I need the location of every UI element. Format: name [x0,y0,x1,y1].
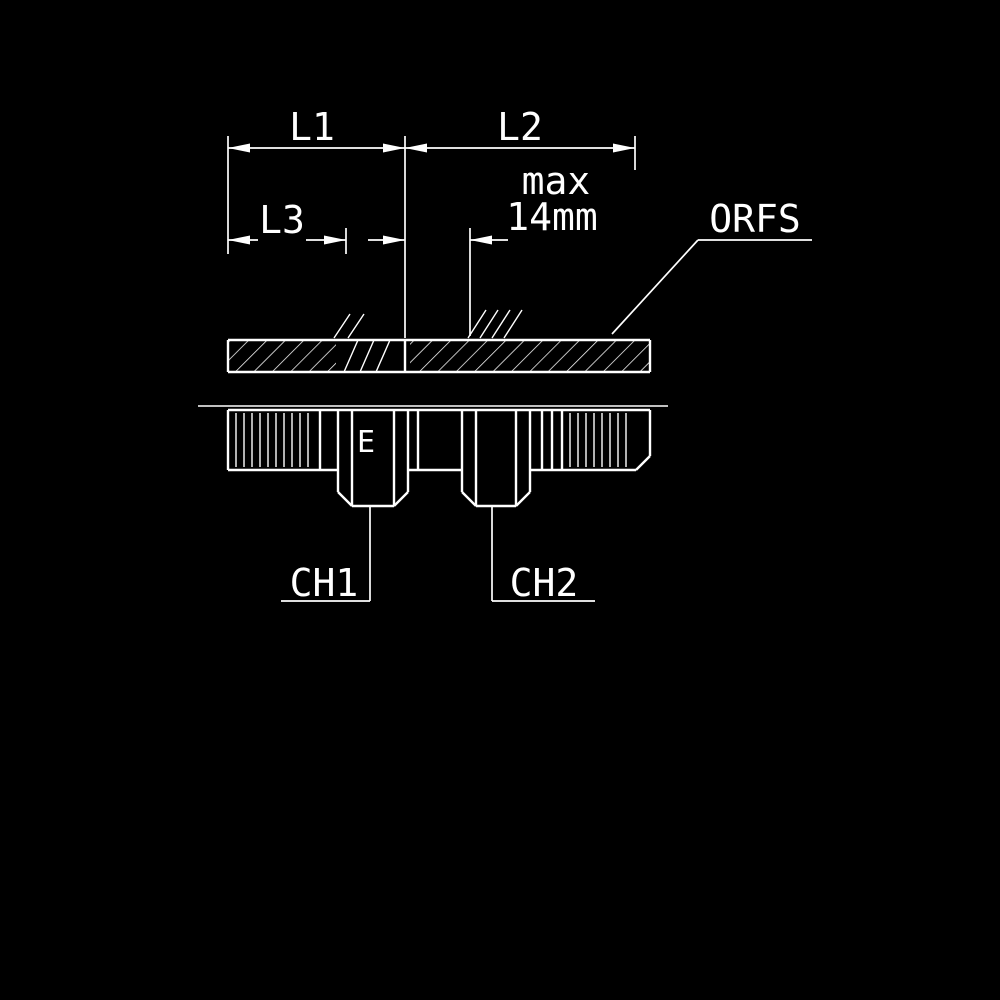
section-hatching [228,340,336,372]
thread-runout-mark [333,313,351,339]
hex-chamfer [337,491,353,507]
dimension-l3 [228,235,346,245]
arrowhead [613,143,635,153]
label-ch2: CH2 [510,561,579,605]
leader-line [611,239,699,335]
arrowhead [383,143,405,153]
dimension-max-14mm [368,235,508,245]
hex-chamfer [393,491,409,507]
thread-section-mark [375,339,391,373]
thread-crest-mark [491,309,511,339]
label-14mm: 14mm [506,195,598,239]
nut-marking: E [357,425,375,460]
label-max: max [522,159,591,203]
thread-crest-mark [479,309,499,339]
arrowhead [383,235,405,245]
arrowhead [470,235,492,245]
label-l2: L2 [497,105,543,149]
thread-section-mark [359,339,375,373]
arrowhead [228,143,250,153]
label-l1: L1 [289,105,335,149]
orfs-leader [611,239,812,335]
thread-runout-mark [347,313,365,339]
dimension-l1-l2 [228,143,635,153]
section-hatching [410,340,650,372]
arrowhead [405,143,427,153]
thread-section-mark [343,339,359,373]
arrowhead [228,235,250,245]
hex-chamfer [461,491,477,507]
fitting-section-view [226,309,652,374]
thread-crest-mark [503,309,523,339]
fitting-external-view [226,408,652,508]
hex-chamfer [515,491,531,507]
label-orfs: ORFS [709,197,801,241]
drawing-labels: L1 L2 max 14mm L3 ORFS CH1 CH2 E [259,105,801,605]
label-l3: L3 [259,198,305,242]
part-chamfer [635,455,651,471]
label-ch1: CH1 [290,561,359,605]
dimension-extension-lines [227,136,636,338]
arrowhead [324,235,346,245]
thread-crest-mark [467,309,487,339]
wrench-size-leaders [281,506,595,602]
